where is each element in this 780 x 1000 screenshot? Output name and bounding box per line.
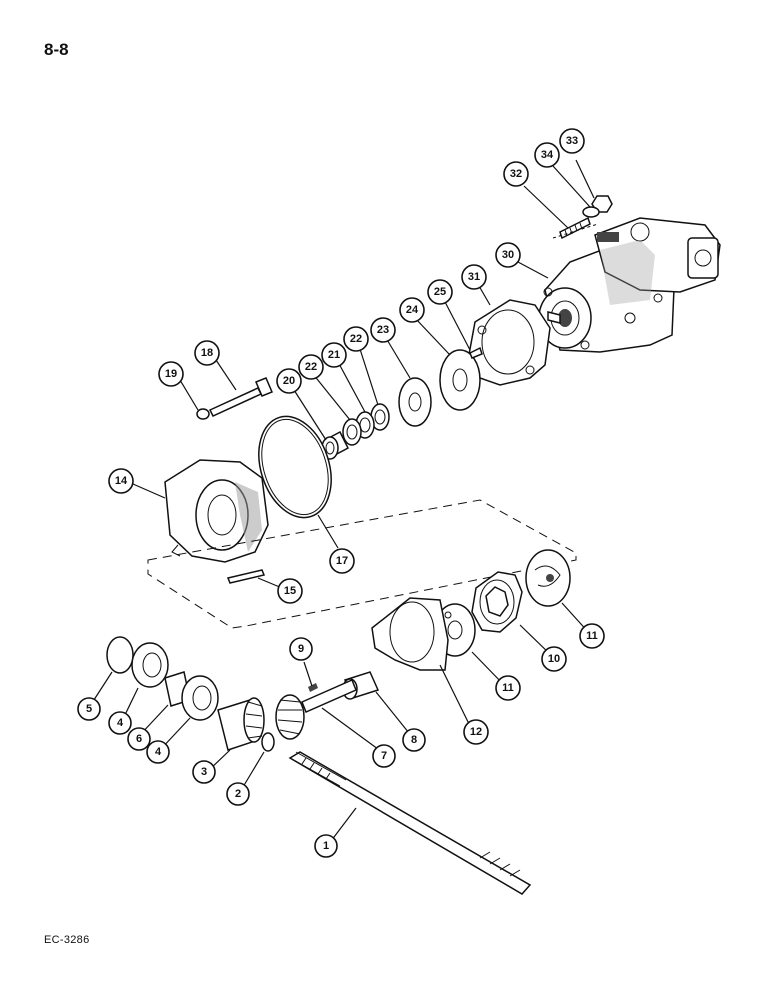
callout-19: 19 — [158, 361, 184, 387]
svg-text:7: 7 — [381, 750, 387, 762]
svg-text:20: 20 — [283, 375, 295, 387]
callout-30: 30 — [495, 242, 521, 268]
svg-text:25: 25 — [434, 286, 446, 298]
svg-text:21: 21 — [328, 349, 340, 361]
svg-text:33: 33 — [566, 135, 578, 147]
svg-text:11: 11 — [586, 630, 598, 642]
bolt-drawing — [196, 377, 273, 420]
svg-text:34: 34 — [541, 149, 554, 161]
bevel-gear-drawing — [275, 694, 305, 740]
callout-22-left: 22 — [298, 354, 324, 380]
callout-2: 2 — [226, 782, 250, 806]
callout-4-right: 4 — [146, 740, 170, 764]
drive-gear-drawing — [217, 697, 265, 751]
svg-text:6: 6 — [136, 733, 142, 745]
svg-text:22: 22 — [350, 333, 362, 345]
callout-5: 5 — [77, 697, 101, 721]
callout-31: 31 — [461, 264, 487, 290]
callout-6: 6 — [127, 727, 151, 751]
callout-18: 18 — [194, 340, 220, 366]
callout-12: 12 — [463, 719, 489, 745]
svg-text:11: 11 — [502, 682, 514, 694]
callout-23: 23 — [370, 317, 396, 343]
callout-21: 21 — [321, 342, 347, 368]
svg-text:8: 8 — [411, 734, 417, 746]
pin-drawing — [226, 569, 266, 584]
callout-11-left: 11 — [495, 675, 521, 701]
callout-34: 34 — [534, 142, 560, 168]
svg-text:2: 2 — [235, 788, 241, 800]
callout-17: 17 — [329, 548, 355, 574]
svg-text:30: 30 — [502, 249, 514, 261]
callout-32: 32 — [503, 161, 529, 187]
port-plate-right-drawing — [525, 549, 571, 607]
callout-7: 7 — [372, 744, 396, 768]
svg-text:24: 24 — [406, 304, 419, 316]
callout-3: 3 — [192, 760, 216, 784]
svg-text:3: 3 — [201, 766, 207, 778]
o-ring-drawing — [258, 415, 332, 519]
svg-text:15: 15 — [284, 585, 296, 597]
page-number: 8-8 — [44, 40, 69, 59]
gerotor-drawing — [471, 571, 523, 633]
svg-text:22: 22 — [305, 361, 317, 373]
svg-text:19: 19 — [165, 368, 177, 380]
assembly-group-outline — [147, 499, 577, 629]
callout-9: 9 — [289, 637, 313, 661]
idler-shaft-drawing — [301, 679, 357, 713]
gasket-drawing — [467, 299, 551, 386]
drive-shaft-drawing — [288, 751, 532, 895]
callout-8: 8 — [402, 728, 426, 752]
bearing-set-drawing — [106, 636, 219, 721]
callout-15: 15 — [277, 578, 303, 604]
callout-20: 20 — [276, 368, 302, 394]
callout-33: 33 — [559, 128, 585, 154]
svg-text:9: 9 — [298, 643, 304, 655]
callout-11-right: 11 — [579, 623, 605, 649]
hydraulic-pump-drawing — [538, 217, 721, 353]
thrust-washer-drawing — [398, 377, 432, 427]
callout-4-left: 4 — [108, 711, 132, 735]
svg-text:14: 14 — [115, 475, 128, 487]
callout-14: 14 — [108, 468, 134, 494]
svg-text:23: 23 — [377, 324, 389, 336]
svg-text:18: 18 — [201, 347, 213, 359]
callout-22-right: 22 — [343, 326, 369, 352]
plate-drawing — [439, 346, 483, 411]
callout-25: 25 — [427, 279, 453, 305]
housing-drawing — [164, 459, 269, 563]
svg-text:1: 1 — [323, 840, 329, 852]
svg-text:17: 17 — [336, 555, 348, 567]
svg-text:12: 12 — [470, 726, 482, 738]
svg-text:5: 5 — [86, 703, 92, 715]
callout-24: 24 — [399, 297, 425, 323]
leader-lines — [89, 159, 595, 846]
svg-text:4: 4 — [117, 717, 124, 729]
stud-nut-washer-drawing — [552, 195, 613, 240]
wear-plate-drawing — [371, 597, 449, 671]
svg-text:10: 10 — [548, 653, 560, 665]
snap-ring-drawing — [261, 732, 275, 752]
figure-reference-code: EC-3286 — [44, 934, 90, 946]
svg-text:32: 32 — [510, 168, 522, 180]
svg-text:4: 4 — [155, 746, 162, 758]
callout-1: 1 — [314, 834, 338, 858]
svg-text:31: 31 — [468, 271, 480, 283]
washer-set-drawing — [321, 403, 390, 460]
callout-10: 10 — [541, 646, 567, 672]
